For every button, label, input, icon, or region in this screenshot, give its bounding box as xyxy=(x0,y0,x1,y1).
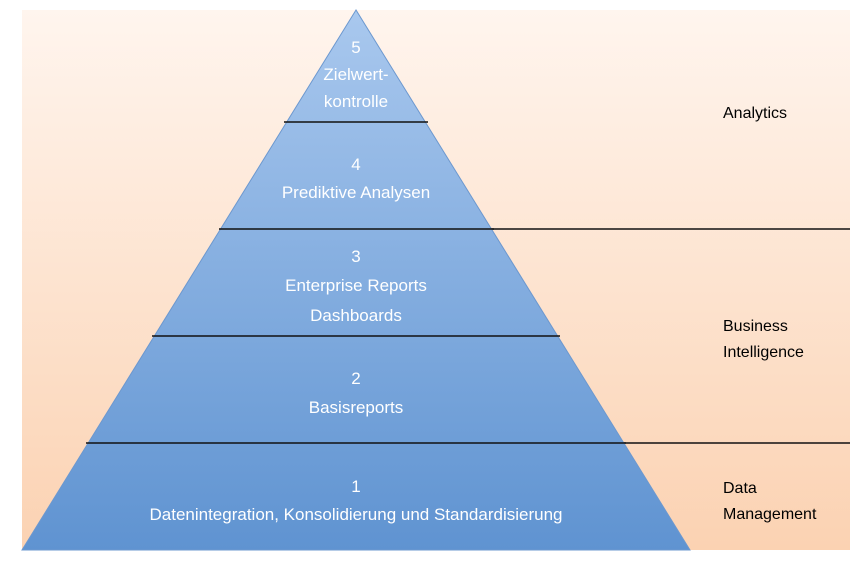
level-2-number: 2 xyxy=(351,369,360,388)
level-2-line-1: Basisreports xyxy=(309,398,403,417)
category-dm-line-1: Data xyxy=(723,480,757,497)
level-2: 2 Basisreports xyxy=(309,369,403,417)
level-3-line-1: Enterprise Reports xyxy=(285,276,427,295)
category-bi-line-1: Business xyxy=(723,318,788,335)
category-data-management: Data Management xyxy=(723,480,817,523)
level-4: 4 Prediktive Analysen xyxy=(282,155,430,202)
level-3-line-2: Dashboards xyxy=(310,306,402,325)
level-3-number: 3 xyxy=(351,247,360,266)
level-4-number: 4 xyxy=(351,155,360,174)
level-3: 3 Enterprise Reports Dashboards xyxy=(285,247,427,325)
level-5-line-2: kontrolle xyxy=(324,92,388,111)
pyramid-shape xyxy=(21,9,691,551)
level-5-number: 5 xyxy=(351,38,360,57)
category-bi-line-2: Intelligence xyxy=(723,344,804,361)
level-1-number: 1 xyxy=(351,477,360,496)
level-1: 1 Datenintegration, Konsolidierung und S… xyxy=(149,477,562,524)
level-5: 5 Zielwert- kontrolle xyxy=(323,38,388,111)
category-analytics-line-1: Analytics xyxy=(723,105,787,122)
level-5-line-1: Zielwert- xyxy=(323,65,388,84)
category-business-intelligence: Business Intelligence xyxy=(723,318,804,361)
level-1-line-1: Datenintegration, Konsolidierung und Sta… xyxy=(149,505,562,524)
category-analytics: Analytics xyxy=(723,105,787,122)
category-dm-line-2: Management xyxy=(723,506,817,523)
level-4-line-1: Prediktive Analysen xyxy=(282,183,430,202)
